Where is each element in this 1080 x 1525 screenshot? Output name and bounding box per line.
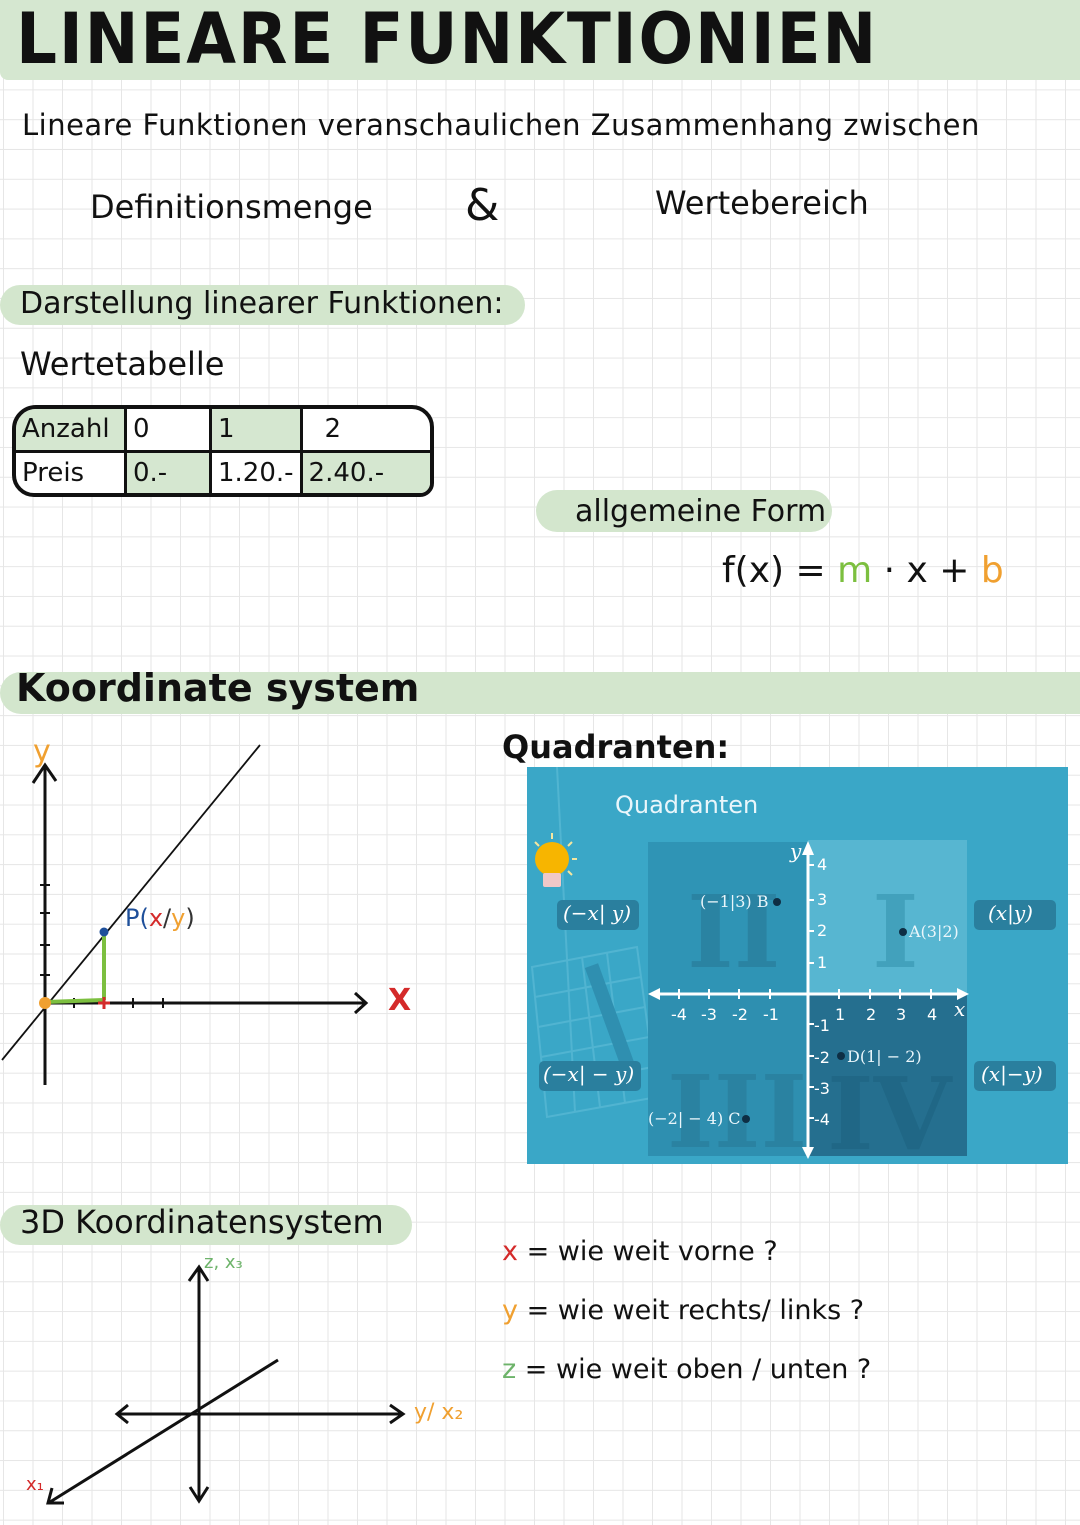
quadrant-i-sign-label: (x|y) <box>988 901 1033 925</box>
svg-text:III: III <box>667 1053 807 1164</box>
allgemeine-form-heading: allgemeine Form <box>575 494 827 529</box>
koordinatensystem-highlight <box>0 672 1080 714</box>
table-cell: 0 <box>124 409 212 453</box>
function-line <box>1 744 261 1061</box>
x-axis-label: x <box>954 997 966 1021</box>
darstellung-highlight <box>0 285 525 325</box>
x-tick-label: -4 <box>671 1005 687 1024</box>
quadrant-iv <box>808 994 967 1156</box>
question-z: z = wie weit oben / unten ? <box>502 1354 872 1385</box>
page-title: LINEARE FUNKTIONIEN <box>16 0 879 80</box>
point-b-label: (−1|3) B <box>700 892 769 911</box>
quadranten-image: II I III IV <box>527 767 1068 1164</box>
range-term: Wertebereich <box>655 184 869 222</box>
table-header-cell: Preis <box>16 449 127 493</box>
y-tick-label: 3 <box>817 890 828 909</box>
svg-text:II: II <box>687 873 781 991</box>
y-tick-label: -3 <box>814 1079 830 1098</box>
table-row: Preis 0.- 1.20.- 2.40.- <box>16 449 430 493</box>
y-tick-label: 4 <box>817 855 828 874</box>
x-axis-arrow-icon <box>46 1487 64 1505</box>
x-tick-label: 3 <box>896 1005 907 1024</box>
point-c-label: (−2| − 4) C <box>648 1109 741 1128</box>
x-tick-label: 4 <box>927 1005 938 1024</box>
x-axis-arrow-icon <box>353 991 369 1015</box>
table-header-cell: Anzahl <box>16 409 127 453</box>
y-tick-label: 2 <box>817 921 828 940</box>
point-d-label: D(1| − 2) <box>847 1047 922 1066</box>
x-tick-label: 2 <box>866 1005 877 1024</box>
allgemeine-form-highlight <box>536 490 832 532</box>
3d-koordinatensystem-heading: 3D Koordinatensystem <box>20 1203 384 1241</box>
svg-text:IV: IV <box>827 1055 953 1164</box>
quadrant-ii <box>648 842 808 994</box>
x-axis-label: X <box>388 983 412 1018</box>
y-axis-arrow-icon <box>389 1403 406 1425</box>
point-p-marker <box>99 927 109 937</box>
value-table: Anzahl 0 1 2 Preis 0.- 1.20.- 2.40.- <box>12 405 434 497</box>
x-tick-label: 1 <box>835 1005 846 1024</box>
z-axis-arrow-icon <box>187 1264 210 1282</box>
quadrant-iii <box>648 994 808 1156</box>
z-axis-label: z, x₃ <box>204 1252 243 1273</box>
ampersand: & <box>465 180 500 231</box>
point-a-label: A(3|2) <box>909 922 959 941</box>
y-axis-label: y <box>33 734 51 769</box>
darstellung-heading: Darstellung linearer Funktionen: <box>20 286 504 321</box>
koordinatensystem-heading: Koordinate system <box>16 666 420 710</box>
table-row: Anzahl 0 1 2 <box>16 409 430 453</box>
y-tick-label: -2 <box>814 1048 830 1067</box>
y-axis-label: y/ x₂ <box>414 1400 464 1425</box>
3d-koordinatensystem-highlight <box>0 1205 412 1245</box>
wertetabelle-heading: Wertetabelle <box>20 345 225 383</box>
formula-intercept: b <box>980 550 1004 591</box>
y-axis-label: y <box>790 839 802 863</box>
quadrant-i <box>808 840 967 994</box>
table-cell: 2 <box>299 409 430 453</box>
point-p-label: P(x/y) <box>125 904 195 932</box>
question-x: x = wie weit vorne ? <box>502 1236 778 1267</box>
x-tick-label: -2 <box>732 1005 748 1024</box>
table-cell: 1 <box>209 409 303 453</box>
x-axis-label: x₁ <box>26 1474 44 1495</box>
quadranten-image-title: Quadranten <box>615 791 759 819</box>
3d-axes-diagram <box>46 1264 406 1505</box>
quadranten-heading: Quadranten: <box>502 728 730 766</box>
svg-text:I: I <box>872 873 919 991</box>
y-axis-arrow-icon <box>31 762 58 784</box>
lightbulb-icon <box>534 833 577 887</box>
table-cell: 1.20.- <box>209 449 303 493</box>
quadrant-ii-sign-label: (−x| y) <box>563 901 632 925</box>
formula-slope: m <box>837 550 873 591</box>
x-tick-label: -1 <box>763 1005 779 1024</box>
y-tick-label: -1 <box>814 1016 830 1035</box>
intro-text: Lineare Funktionen veranschaulichen Zusa… <box>22 108 980 142</box>
definition-term: Definitionsmenge <box>90 188 373 226</box>
y-tick-label: 1 <box>817 953 828 972</box>
quadrant-iv-sign-label: (x|−y) <box>981 1062 1043 1086</box>
formula-mid: · x + <box>872 550 981 591</box>
origin-marker <box>39 997 51 1009</box>
linear-formula: f(x) = m · x + b <box>722 550 1004 591</box>
quadrant-iii-sign-label: (−x| − y) <box>543 1062 635 1086</box>
y-tick-label: -4 <box>814 1110 830 1129</box>
coordinate-graph <box>1 744 369 1085</box>
table-cell: 0.- <box>124 449 212 493</box>
x-tick-label: -3 <box>701 1005 717 1024</box>
title-highlight <box>0 0 1080 80</box>
table-cell: 2.40.- <box>299 449 430 493</box>
formula-prefix: f(x) = <box>722 550 838 591</box>
question-y: y = wie weit rechts/ links ? <box>502 1295 865 1326</box>
